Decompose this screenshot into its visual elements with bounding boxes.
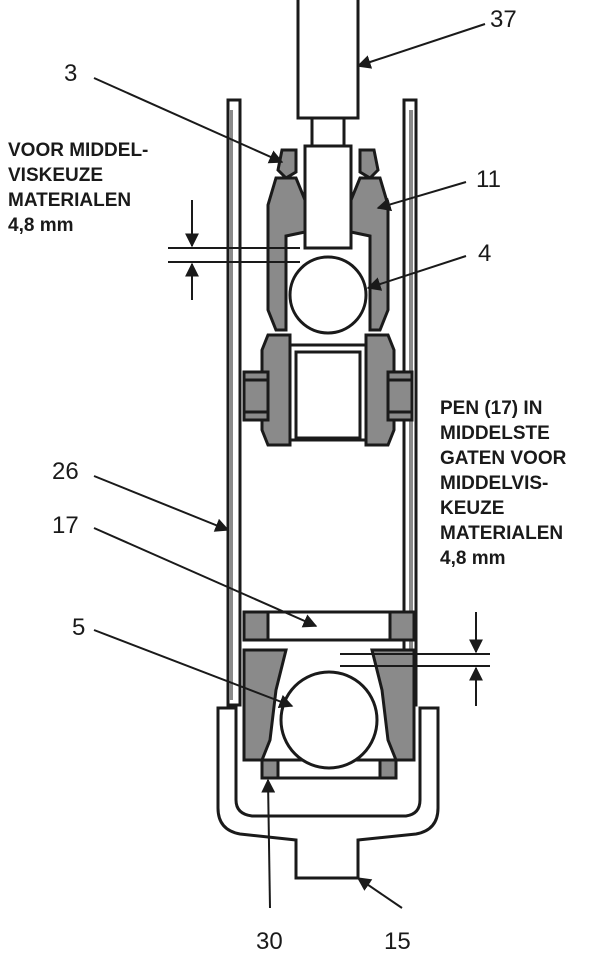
note-right: PEN (17) IN MIDDELSTE GATEN VOOR MIDDELV… xyxy=(440,396,566,571)
upper-cage-11 xyxy=(266,148,390,332)
note-top: VOOR MIDDEL- VISKEUZE MATERIALEN 4,8 mm xyxy=(8,138,148,238)
callout-26: 26 xyxy=(52,458,79,485)
lower-ball-5 xyxy=(279,670,379,770)
leader-3 xyxy=(93,77,284,164)
middle-coupling xyxy=(242,333,414,447)
dimension-bottom xyxy=(340,612,490,706)
leader-4 xyxy=(366,255,467,291)
leader-26 xyxy=(93,475,230,532)
callout-11: 11 xyxy=(476,166,501,193)
note-top-line-4: 4,8 mm xyxy=(8,215,74,236)
pin-17 xyxy=(242,610,416,642)
note-top-line-2: VISKEUZE xyxy=(8,165,104,186)
callout-17: 17 xyxy=(52,512,79,539)
bottom-housing xyxy=(216,706,440,880)
callout-37: 37 xyxy=(490,6,517,33)
callout-3: 3 xyxy=(64,60,78,87)
callout-30: 30 xyxy=(256,928,283,955)
note-right-line-1: PEN (17) IN xyxy=(440,398,543,419)
leader-lines xyxy=(93,23,486,909)
note-right-line-4: MIDDELVIS- xyxy=(440,473,549,494)
callout-15: 15 xyxy=(384,928,411,955)
note-right-line-2: MIDDELSTE xyxy=(440,423,550,444)
note-right-line-5: KEUZE xyxy=(440,498,505,519)
note-top-line-3: MATERIALEN xyxy=(8,190,132,211)
leader-37 xyxy=(356,23,486,69)
leader-11 xyxy=(376,181,467,212)
leader-17 xyxy=(93,527,318,628)
callout-4: 4 xyxy=(478,240,492,267)
note-right-line-7: 4,8 mm xyxy=(440,548,506,569)
leader-5 xyxy=(93,629,294,709)
note-right-line-3: GATEN VOOR xyxy=(440,448,567,469)
dimension-top xyxy=(168,200,300,300)
rod-37 xyxy=(296,0,360,250)
callout-5: 5 xyxy=(72,614,86,641)
leader-15 xyxy=(356,877,403,909)
leader-30 xyxy=(261,778,276,909)
upper-ball-4 xyxy=(288,255,368,335)
note-top-line-1: VOOR MIDDEL- xyxy=(8,140,149,161)
note-right-line-6: MATERIALEN xyxy=(440,523,564,544)
